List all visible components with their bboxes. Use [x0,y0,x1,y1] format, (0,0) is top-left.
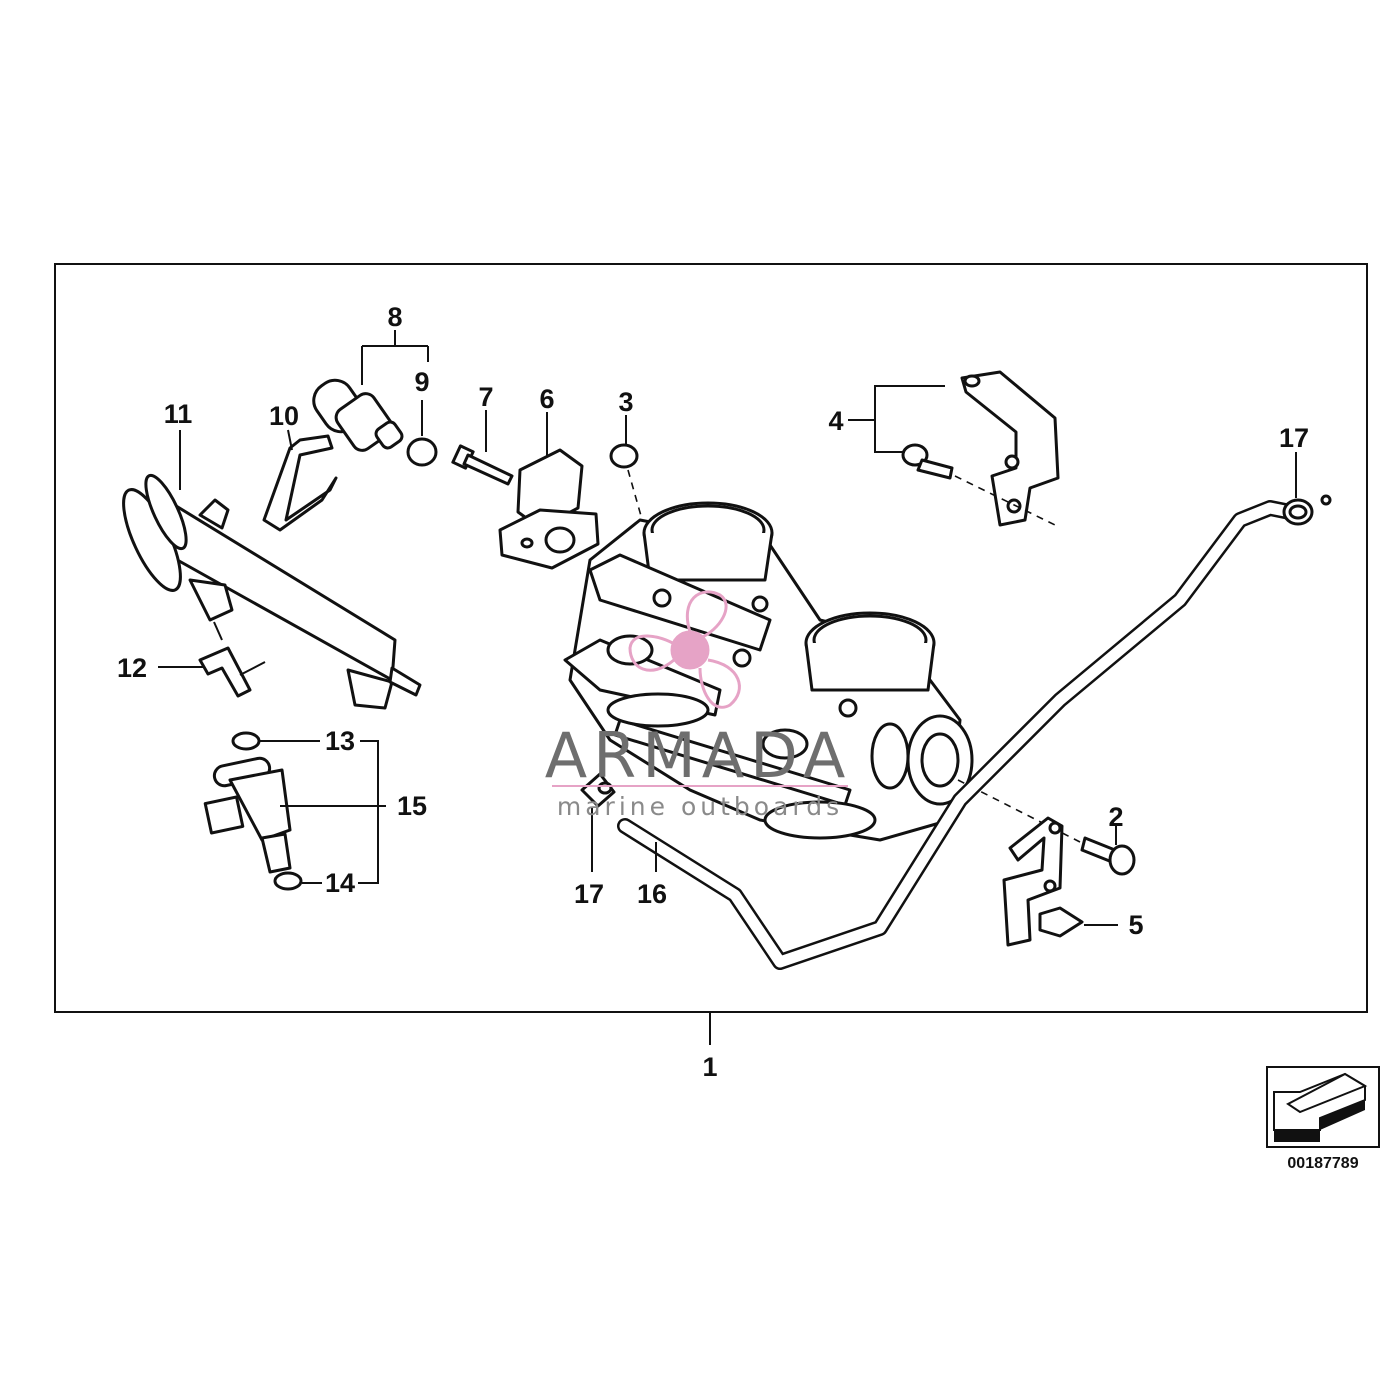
part-9-o-ring [406,437,438,467]
callout-17-right: 17 [1279,423,1309,453]
view-direction-symbol: 00187789 [1266,1066,1380,1172]
part-14-o-ring [273,871,303,891]
part-8-pressure-regulator [312,378,404,452]
part-2-bolt [957,779,1136,876]
leader-lines [158,330,1297,926]
callout-7: 7 [478,382,493,412]
callout-6: 6 [539,384,554,414]
part-12-clip [198,621,266,698]
watermark-propeller-icon [628,590,741,709]
callout-9: 9 [414,367,429,397]
callout-13: 13 [325,726,355,756]
callout-12: 12 [117,653,147,683]
part-17-hose-clamp-right [1282,494,1332,526]
callout-17-left: 17 [574,879,604,909]
callout-15: 15 [397,791,427,821]
part-4-bracket [901,370,1060,527]
callout-4: 4 [828,406,843,436]
view-direction-arrow-icon [1273,1072,1368,1142]
callout-14: 14 [325,868,355,898]
callout-11: 11 [164,399,193,429]
callout-2: 2 [1108,802,1123,832]
part-10-gasket [262,434,338,532]
callout-16: 16 [637,879,667,909]
callout-10: 10 [269,401,299,431]
callout-1: 1 [702,1052,717,1082]
callout-3: 3 [618,387,633,417]
part-7-screw [451,444,514,486]
watermark-tagline: marine outboards [557,792,843,821]
part-15-injector [203,756,292,874]
part-6-throttle-sensor [498,448,600,570]
diagram-number: 00187789 [1287,1155,1358,1172]
callout-numbers: 1 2 3 4 5 6 7 8 9 10 11 12 13 14 15 16 1… [117,302,1309,1082]
part-5-bracket-sensor [1002,816,1084,947]
throttle-body [563,501,974,842]
part-3-screw [609,443,646,531]
part-16-hose [617,500,1298,970]
part-13-o-ring [231,731,261,751]
part-11-fuel-rail [122,473,422,710]
callout-8: 8 [387,302,402,332]
watermark-brand: ARMADA [545,719,851,792]
callout-5: 5 [1128,910,1143,940]
watermark: ARMADA marine outboards [545,590,851,821]
